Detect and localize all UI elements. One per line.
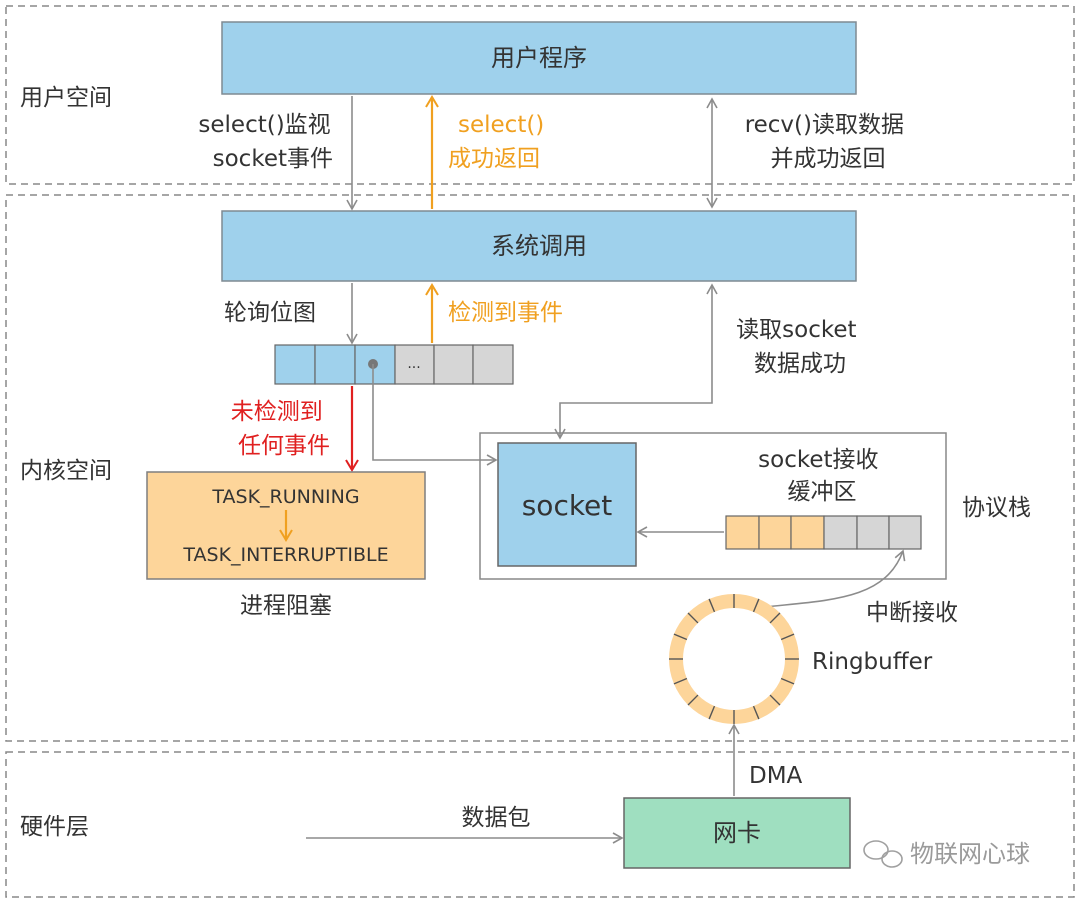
ringbuffer-slot-tick — [752, 705, 760, 720]
recv-buffer — [725, 515, 922, 550]
buffer-cell — [725, 515, 760, 550]
syscall-label: 系统调用 — [491, 232, 587, 260]
bitmap-cell — [314, 344, 356, 385]
bitmap-ellipsis: ... — [407, 356, 420, 372]
socket-label: socket — [522, 489, 613, 522]
ringbuffer-slot-tick — [708, 598, 716, 613]
buffer-cell — [856, 515, 890, 550]
buffer-cell — [823, 515, 858, 550]
read-socket-arrow — [554, 283, 718, 440]
packet-label: 数据包 — [462, 805, 531, 831]
buffer-cell — [790, 515, 825, 550]
no-event-label: 未检测到 任何事件 — [231, 399, 330, 459]
watermark-text: 物联网心球 — [910, 840, 1030, 868]
irq-receive-label: 中断接收 — [866, 600, 958, 626]
bitmap-to-socket-arrow — [372, 364, 498, 466]
ringbuffer-slot-tick — [687, 694, 699, 706]
task-interruptible-label: TASK_INTERRUPTIBLE — [182, 544, 388, 566]
bitmap-cell — [274, 344, 316, 385]
hardware-zone — [5, 751, 1075, 898]
user-space-label: 用户空间 — [20, 85, 112, 111]
watermark: 物联网心球 — [863, 840, 1030, 868]
bitmap-cell — [433, 344, 474, 385]
recv-buffer-label: socket接收 缓冲区 — [758, 447, 886, 505]
wechat-icon — [863, 840, 903, 868]
user-program-label: 用户程序 — [491, 44, 587, 72]
buffer-cell — [888, 515, 922, 550]
ringbuffer-slot-tick — [780, 677, 795, 685]
ringbuffer-slot-tick — [673, 677, 688, 685]
protocol-stack-label: 协议栈 — [962, 495, 1031, 521]
recv-data-label: recv()读取数据 并成功返回 — [745, 112, 912, 172]
nic-label: 网卡 — [713, 819, 761, 847]
ringbuffer-ticks — [669, 594, 799, 724]
kernel-space-zone — [5, 194, 1075, 742]
bitmap-cell — [394, 344, 435, 385]
socket-box — [497, 442, 637, 567]
dma-label: DMA — [749, 763, 803, 789]
irq-receive-arrow — [764, 549, 906, 608]
process-blocked-caption: 进程阻塞 — [240, 593, 332, 619]
read-socket-label: 读取socket 数据成功 — [736, 317, 864, 377]
event-detected-label: 检测到事件 — [448, 300, 563, 326]
ringbuffer-slot-tick — [687, 612, 699, 624]
ringbuffer-label: Ringbuffer — [812, 649, 933, 675]
ringbuffer-slot-tick — [752, 598, 760, 613]
hardware-label: 硬件层 — [20, 814, 89, 840]
ringbuffer — [669, 594, 799, 724]
kernel-space-label: 内核空间 — [20, 458, 112, 484]
ringbuffer-slot-tick — [769, 694, 781, 706]
select-return-label: select() 成功返回 — [448, 112, 552, 172]
user-program-box — [221, 21, 857, 95]
ringbuffer-slot-tick — [708, 705, 716, 720]
ringbuffer-slot-tick — [769, 612, 781, 624]
buffer-cell — [758, 515, 792, 550]
task-running-label: TASK_RUNNING — [211, 486, 359, 508]
ringbuffer-slot-tick — [780, 633, 795, 641]
nic-box — [623, 797, 851, 869]
ringbuffer-slot-tick — [673, 633, 688, 641]
user-space-zone — [5, 5, 1075, 185]
syscall-box — [221, 210, 857, 282]
select-watch-label: select()监视 socket事件 — [198, 112, 338, 172]
protocol-stack-box — [479, 432, 947, 580]
bitmap: ... — [274, 344, 514, 385]
bitmap-cell — [472, 344, 514, 385]
poll-bitmap-label: 轮询位图 — [224, 300, 316, 326]
